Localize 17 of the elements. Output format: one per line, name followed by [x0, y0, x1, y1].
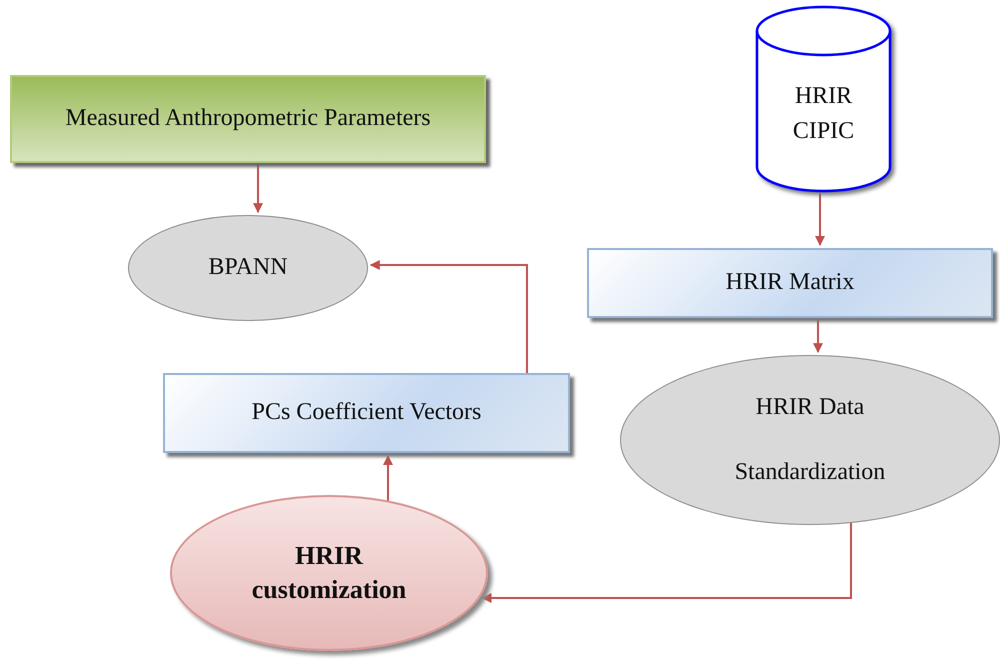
arrow: [482, 523, 852, 603]
arrow: [253, 163, 263, 214]
arrow: [813, 318, 823, 354]
arrow: [815, 193, 825, 246]
process-box: [587, 248, 993, 318]
arrow: [383, 455, 393, 501]
node-label: BPANN: [208, 253, 288, 282]
node-label: HRIR customization: [250, 540, 408, 606]
node-label: HRIR Data Standardization: [734, 393, 886, 487]
process-box: [10, 75, 486, 163]
node-label: PCs Coefficient Vectors: [252, 398, 482, 428]
arrow: [370, 260, 528, 373]
node-label: HRIR CIPIC: [792, 82, 856, 146]
process-box: [163, 373, 570, 453]
node-label: Measured Anthropometric Parameters: [65, 104, 431, 134]
node-label: HRIR Matrix: [726, 268, 854, 298]
database-cylinder: [755, 5, 892, 193]
